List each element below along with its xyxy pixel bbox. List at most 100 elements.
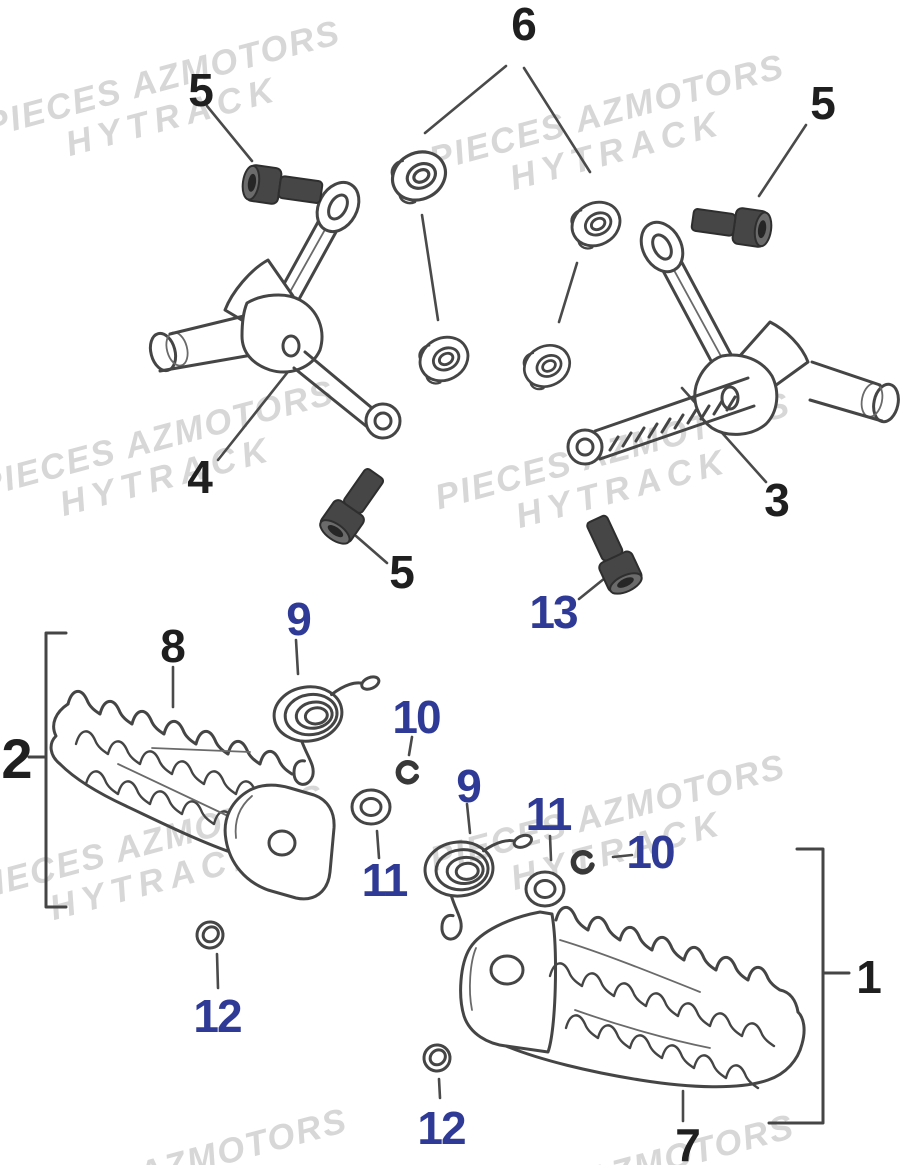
bracket-eyelet-slot xyxy=(651,233,673,261)
peg-lug-inner xyxy=(469,947,477,1011)
part-label-13: 13 xyxy=(529,586,578,638)
flange-nut xyxy=(390,150,448,205)
part-label-7: 7 xyxy=(675,1119,701,1165)
spring-coil xyxy=(434,848,490,892)
leader-line-5b xyxy=(757,123,808,198)
nut-hole xyxy=(589,216,607,232)
flange-nut xyxy=(418,335,470,385)
bracket-boss-edge xyxy=(810,360,882,387)
bracket-lower-arm-edge xyxy=(292,366,368,428)
right-hanger-bracket xyxy=(566,220,900,466)
leader-line-9a xyxy=(294,638,300,676)
peg-teeth-row xyxy=(548,962,776,1048)
nut-facets xyxy=(390,159,417,205)
bracket-lower-arm-edge xyxy=(598,404,756,461)
peg-teeth-row xyxy=(554,906,800,1014)
bracket-plate-hole xyxy=(720,385,740,411)
part-label-9a: 9 xyxy=(286,593,312,645)
peg-lug-inner xyxy=(234,795,253,839)
washer xyxy=(350,788,392,826)
part-label-12b: 12 xyxy=(417,1102,466,1154)
bolt-shank xyxy=(277,175,324,204)
nut-ring xyxy=(431,346,461,372)
spring-arm xyxy=(330,681,366,697)
bolt-shank xyxy=(586,514,624,562)
leader-line-12b xyxy=(437,1077,442,1100)
flange-nut xyxy=(522,344,572,391)
part-label-9b: 9 xyxy=(456,760,482,812)
bracket-2-outline xyxy=(44,631,68,909)
bracket-eyelet-slot xyxy=(327,193,349,221)
part-label-6: 6 xyxy=(511,0,537,50)
hook-clip xyxy=(395,760,420,785)
peg-teeth-row xyxy=(564,1014,760,1090)
nut-ring xyxy=(535,354,563,378)
bolt-shank xyxy=(439,1023,476,1058)
peg-inner-line xyxy=(117,763,229,817)
spring-tail-hook xyxy=(440,894,463,941)
spring-arm-nub xyxy=(360,675,381,691)
spring-coil xyxy=(283,692,339,737)
bracket-lower-eyelet-hole xyxy=(373,411,393,431)
part-label-8: 8 xyxy=(160,620,186,672)
bracket-eyelet xyxy=(639,220,685,274)
leader-line-4 xyxy=(216,371,289,462)
leader-line-13 xyxy=(577,576,607,601)
bolt-shank xyxy=(690,208,737,237)
leader-line-10b xyxy=(611,853,634,859)
part-label-5a: 5 xyxy=(188,64,214,116)
nut-outer xyxy=(570,200,622,248)
nut-hole xyxy=(412,168,431,184)
part-label-10b: 10 xyxy=(626,826,675,878)
socket-bolt-5a xyxy=(241,164,324,205)
bolt-head-inner xyxy=(428,1048,447,1067)
bracket-1-outline xyxy=(767,847,825,1125)
bracket-lower-arm-edge xyxy=(303,350,374,410)
spring-tail-hook xyxy=(292,739,315,786)
part-label-4: 4 xyxy=(187,451,213,503)
bracket-plate xyxy=(240,293,324,374)
washer-hole xyxy=(533,879,557,899)
peg-inner-line xyxy=(574,1009,711,1049)
small-bolt-12a xyxy=(195,900,249,950)
nut-ring xyxy=(405,162,437,190)
bracket-boss-edge xyxy=(158,353,254,373)
bracket-boss-edge xyxy=(808,398,884,423)
peg-teeth-row xyxy=(74,730,270,806)
nut-ring xyxy=(583,211,613,237)
bracket-arm-hatching xyxy=(608,395,737,452)
small-bolt-12b xyxy=(422,1023,476,1073)
bolt-socket xyxy=(617,577,634,588)
hook-clip xyxy=(570,850,595,875)
bolt-socket xyxy=(327,524,344,538)
part-label-11b: 11 xyxy=(525,788,573,840)
bolt-shank xyxy=(212,900,249,935)
leader-line-6b xyxy=(522,66,592,174)
spring-coil xyxy=(454,861,480,881)
peg-tip xyxy=(49,702,70,766)
washer-outer xyxy=(524,870,566,908)
socket-bolt-5c xyxy=(319,468,385,545)
bolt-shank xyxy=(343,468,385,514)
flange-nut xyxy=(570,200,622,250)
left-hanger-bracket xyxy=(148,180,402,440)
leader-line-9b xyxy=(465,802,472,835)
bolt-head-inner xyxy=(201,925,220,944)
washer-hole xyxy=(359,797,383,817)
part-label-11a: 11 xyxy=(361,854,409,906)
nut-outer xyxy=(418,335,470,383)
spring-coil xyxy=(272,685,344,743)
peg-lug-hole xyxy=(489,954,525,986)
washer-outer xyxy=(350,788,392,826)
leader-line-10a xyxy=(407,735,414,757)
peg-lug-hole xyxy=(267,829,297,857)
peg-bottom-edge xyxy=(504,1010,806,1089)
nut-hole xyxy=(541,359,557,373)
leader-line-5a xyxy=(205,104,254,163)
leader-line-12a xyxy=(215,952,220,990)
spring-coil xyxy=(294,700,334,730)
leader-line-11b xyxy=(548,834,553,862)
leader-lines xyxy=(171,64,808,1123)
